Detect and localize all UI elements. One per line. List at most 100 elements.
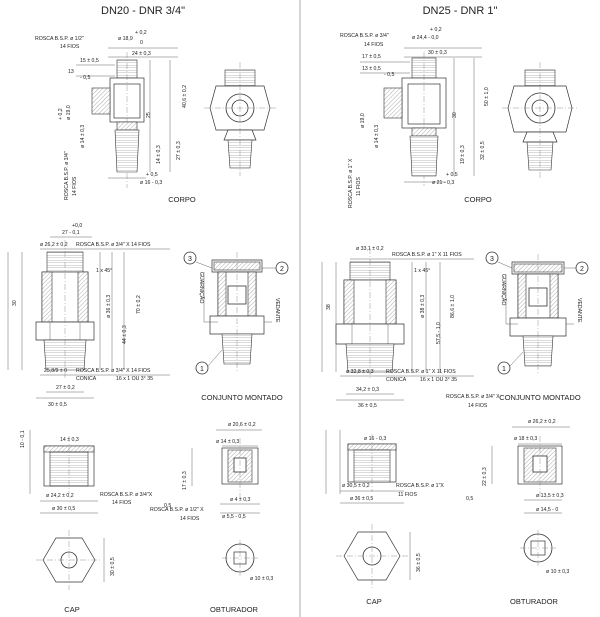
dn20-obt-10: ø 10 ± 0,3 (250, 576, 273, 582)
dn25-conj-38b: 38 (326, 304, 332, 310)
dn25-conj-rosca2: ROSCA B.S.P. ø 1" X 11 FIOS (386, 369, 456, 375)
dn20-corpo-fios-top: 14 FIOS (60, 44, 80, 50)
dn20-corpo-rosca-top: ROSCA B.S.P. ø 1/2" (35, 36, 84, 42)
dn25-corpo-h1: 50 ± 1,0 (484, 87, 490, 106)
dn20-conj-top: 27 - 0,1 (62, 230, 80, 236)
dn20-obt-4: ø 4 ± 0,3 (230, 497, 251, 503)
dn20-cap-caption: CAP (64, 605, 79, 614)
dn20-conj-conica-txt: 16 x 1 OU 3° 35 (116, 376, 153, 382)
dn20-corpo-h4: 14 ± 0,3 (156, 145, 162, 164)
dn20-obt-rosca: ROSCA B.S.P. ø 1/2" X (150, 507, 204, 513)
dn25-corpo-d17: 17 ± 0,5 (362, 54, 381, 60)
dn25-corpo-rosca-side: ROSCA B.S.P. ø 1" X (348, 158, 354, 208)
dn25-corpo-dtop: ø 24,4 - 0,0 (412, 35, 439, 41)
dn20-callout-3 (183, 251, 197, 265)
dn20-corpo-drawing: ROSCA B.S.P. ø 1/2" 14 FIOS + 0,2 ø 18,9… (35, 30, 276, 204)
dn20-callout-3-label: 3 (188, 256, 192, 263)
dn25-conj-conica-txt: 16 x 1 OU 3° 35 (420, 377, 457, 383)
dn20-callout-2-label: 2 (280, 266, 284, 273)
dn25-corpo-d13: 13 ± 0,5 (362, 66, 381, 72)
dn25-cap-305: ø 30,5 ± 0,2 (342, 483, 370, 489)
dn20-obt-caption: OBTURADOR (210, 605, 259, 614)
dn20-conj-rosca2: ROSCA B.S.P. ø 3/4" X 14 FIOS (76, 368, 151, 374)
dn20-corpo-h1: 40,6 ± 0,2 (182, 85, 188, 108)
dn25-corpo-fios-side: 11 FIOS (356, 177, 362, 196)
dn25-conjunto-caption: CONJUNTO MONTADO (499, 393, 581, 402)
title-dn25: DN25 - DNR 1" (423, 5, 498, 17)
dn25-conj-conica: CONICA (386, 377, 407, 383)
dn20-cap-d14: 14 ± 0,3 (60, 437, 79, 443)
dn20-cap-fios: 14 FIOS (112, 500, 132, 506)
dn20-corpo-h3: 27 ± 0,3 (176, 141, 182, 160)
dn20-obt-206: ø 20,6 ± 0,2 (228, 422, 256, 428)
dn25-obt-262: ø 26,2 ± 0,2 (528, 419, 556, 425)
dn25-corpo-caption: CORPO (464, 195, 492, 204)
dn25-conjunto-drawing: ø 33,1 ± 0,2 ROSCA B.S.P. ø 1" X 11 FIOS… (321, 246, 589, 409)
dn25-callout-3-label: 3 (490, 256, 494, 263)
dn25-corpo-d14: ø 14 ± 0,3 (374, 125, 380, 148)
dn25-obt-18: ø 18 ± 0,3 (514, 436, 537, 442)
dn20-corpo-dtop: ø 18,9 (118, 36, 133, 42)
dn25-cap-drawing: ROSCA B.S.P. ø 1"X 11 FIOS ø 16 - 0,3 ø … (325, 430, 444, 606)
dn25-vedante: VEDANTE (576, 298, 582, 323)
dn20-conj-145: 1 x 45° (96, 268, 112, 274)
dn20-cap-rosca: ROSCA B.S.P. ø 3/4"X (100, 492, 153, 498)
dn25-obt-drawing: ROSCA B.S.P. ø 3/4" X 14 FIOS ø 26,2 ± 0… (446, 394, 570, 606)
dn20-obt-14: ø 14 ± 0,3 (216, 439, 239, 445)
dn25-corpo-h4: 19 ± 0,3 (460, 145, 466, 164)
dn20-conj-262: ø 26,2 ± 0,2 (40, 242, 68, 248)
dn25-conj-328: ø 32,8 ± 0,3 (346, 369, 374, 375)
dn25-conj-38: ø 38 ± 0,3 (420, 295, 426, 318)
dn25-obt-145: ø 14,5 - 0 (536, 507, 558, 513)
dn20-cap-30v: 30 ± 0,5 (110, 557, 116, 576)
dn20-corpo-caption: CORPO (168, 195, 196, 204)
dn25-callout-2 (575, 261, 589, 275)
dn20-vedante: VEDANTE (274, 298, 280, 323)
dn20-corpo-bot: ø 16 - 0,3 (140, 180, 162, 186)
dn25-obt-caption: OBTURADOR (510, 597, 559, 606)
dn25-corpo-dtop-up: + 0,2 (430, 27, 442, 33)
dn25-corpo-bot-up: + 0,5 (446, 172, 458, 178)
dn20-corpo-side1: + 0,2 (58, 108, 64, 120)
dn20-conj-h2: 44 ± 0,3 (122, 325, 128, 344)
dn25-corpo-h3: 32 ± 0,5 (480, 141, 486, 160)
dn25-obt-22: 22 ± 0,3 (482, 467, 488, 486)
dn20-corpo-h2: 25 (146, 112, 152, 118)
dn25-callout-1 (497, 361, 511, 375)
dn25-corpo-h2: 30 (452, 112, 458, 118)
dn20-corpo-d15: 15 ± 0,5 (80, 58, 99, 64)
dn20-obt-drawing: ROSCA B.S.P. ø 1/2" X 14 FIOS ø 20,6 ± 0… (150, 422, 273, 614)
dn20-conj-36: ø 36 ± 0,3 (106, 295, 112, 318)
dn25-conj-h1: 86,6 ± 1,0 (450, 295, 456, 318)
dn25-corpo-fios-top: 14 FIOS (364, 42, 384, 48)
dn20-conj-conica: CONICA (76, 376, 97, 382)
dn20-guarnicao: GUARNIÇÃO (198, 272, 205, 303)
dn20-callout-1-label: 1 (200, 366, 204, 373)
dn20-callout-1 (195, 361, 209, 375)
dn25-guarnicao: GUARNIÇÃO (500, 274, 507, 305)
dn20-conj-rosca1: ROSCA B.S.P. ø 3/4" X 14 FIOS (76, 242, 151, 248)
dn20-cap-30: ø 30 ± 0,5 (52, 506, 75, 512)
dn20-conj-top-up: +0,0 (72, 223, 82, 229)
dn25-corpo-rosca-top: ROSCA B.S.P. ø 3/4" (340, 33, 389, 39)
dn20-corpo-rosca-side: ROSCA B.S.P. ø 3/4" (64, 151, 70, 200)
dn25-corpo-side2: ø 19,0 (360, 113, 366, 128)
dn25-conj-342: 34,2 ± 0,3 (356, 387, 379, 393)
dn25-cap-36: ø 36 ± 0,5 (350, 496, 373, 502)
dn20-conj-30b: 30 ± 0,5 (48, 402, 67, 408)
dn25-callout-1-label: 1 (502, 366, 506, 373)
dn25-cap-fios: 11 FIOS (398, 492, 417, 498)
dn20-callout-2 (275, 261, 289, 275)
dn20-conjunto-caption: CONJUNTO MONTADO (201, 393, 283, 402)
dn25-obt-fios: 14 FIOS (468, 403, 488, 409)
dn20-cap-242: ø 24,2 ± 0,2 (46, 493, 74, 499)
dn25-cap-36v: 36 ± 0,5 (416, 553, 422, 572)
dn25-corpo-drawing: ROSCA B.S.P. ø 3/4" 14 FIOS + 0,2 ø 24,4… (340, 27, 578, 208)
dn25-corpo-bot: ø 21 - 0,3 (432, 180, 454, 186)
dn25-cap-rosca: ROSCA B.S.P. ø 1"X (396, 483, 444, 489)
dn20-cap-d10: 10 - 0,1 (20, 430, 26, 448)
dn20-conjunto-drawing: +0,0 27 - 0,1 ø 26,2 ± 0,2 ROSCA B.S.P. … (7, 223, 289, 408)
dn25-conj-h2: 57,5 - 1,0 (436, 322, 442, 344)
dn20-corpo-bot-up: + 0,5 (146, 172, 158, 178)
dn25-cap-caption: CAP (366, 597, 381, 606)
